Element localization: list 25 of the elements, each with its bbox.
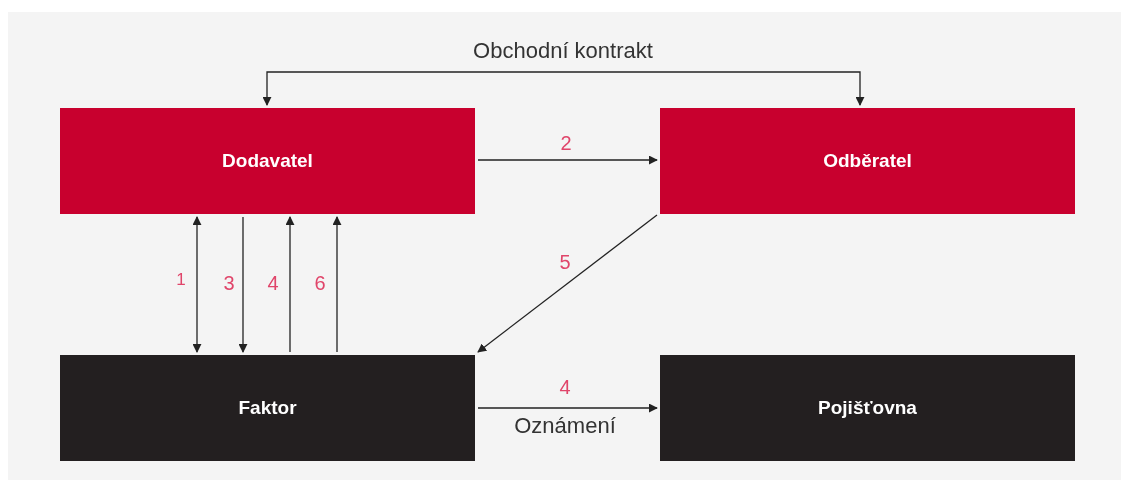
edge-label: 4 xyxy=(267,273,279,293)
note-text: Oznámení xyxy=(514,415,616,437)
arrow xyxy=(192,216,202,353)
arrow xyxy=(262,71,865,106)
edge-label: 1 xyxy=(176,271,186,288)
arrow xyxy=(477,403,658,413)
process-box xyxy=(60,108,475,214)
arrow xyxy=(285,216,295,353)
node-label: Faktor xyxy=(238,395,297,420)
arrow xyxy=(238,216,248,353)
edge-label: 5 xyxy=(559,252,571,272)
node-label: Odběratel xyxy=(823,148,912,173)
edge-label: 6 xyxy=(314,273,326,293)
node-label: Pojišťovna xyxy=(818,395,917,420)
process-box xyxy=(660,108,1075,214)
process-box xyxy=(660,355,1075,461)
edge-label: 3 xyxy=(223,273,235,293)
arrow xyxy=(477,214,658,353)
edge-label: 2 xyxy=(560,133,572,153)
edge-label: 4 xyxy=(559,377,571,397)
edge-label: Obchodní kontrakt xyxy=(473,40,653,62)
arrow xyxy=(332,216,342,353)
node-label: Dodavatel xyxy=(222,148,313,173)
arrow xyxy=(477,155,658,165)
process-box xyxy=(60,355,475,461)
